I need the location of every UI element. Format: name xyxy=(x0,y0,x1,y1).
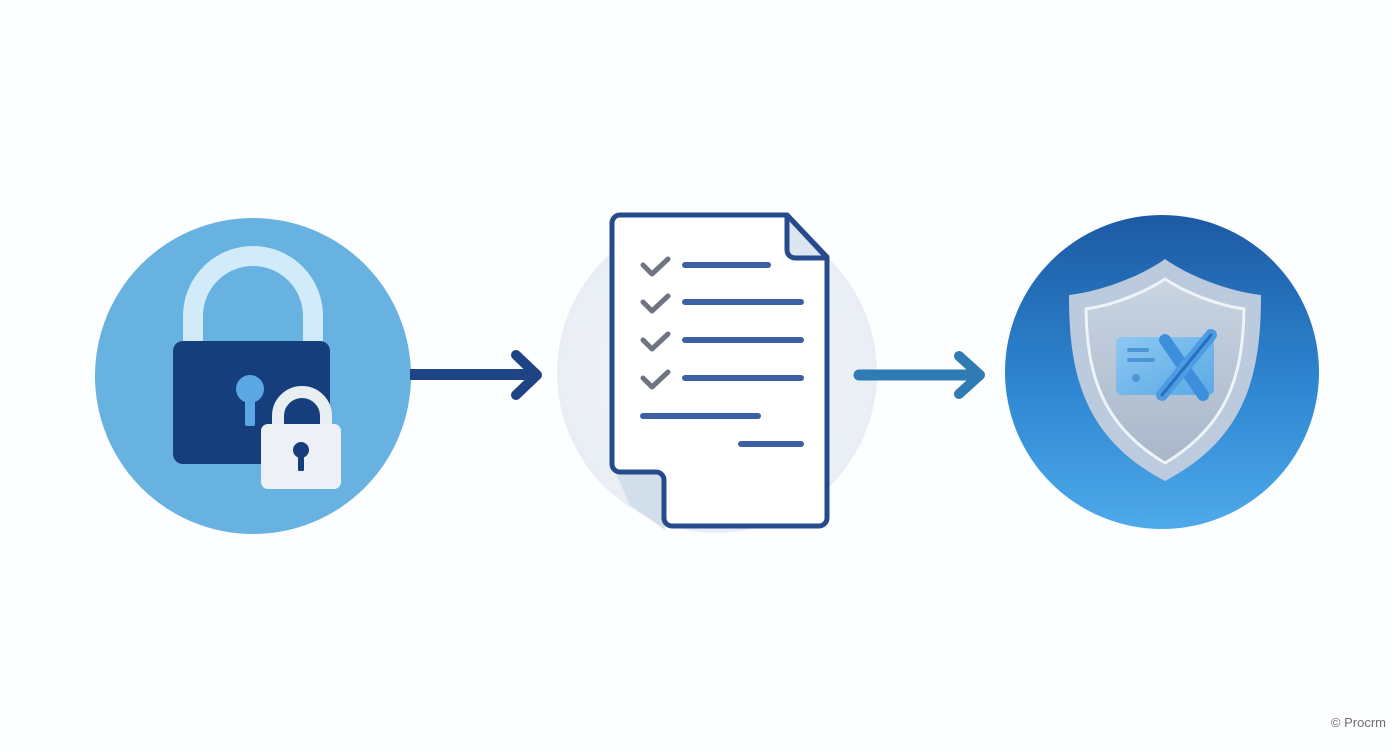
arrow-right-icon xyxy=(410,350,542,400)
lock-step xyxy=(93,216,413,536)
shield-icon xyxy=(1005,215,1319,529)
arrow-connector-2 xyxy=(853,350,988,400)
checklist-document-icon xyxy=(557,212,877,533)
padlock-icon xyxy=(95,218,411,534)
arrow-right-icon xyxy=(853,351,985,399)
shield-step xyxy=(1003,213,1321,531)
checklist-step xyxy=(555,205,885,540)
watermark: © Procrm xyxy=(1330,715,1386,730)
arrow-connector-1 xyxy=(410,350,545,400)
